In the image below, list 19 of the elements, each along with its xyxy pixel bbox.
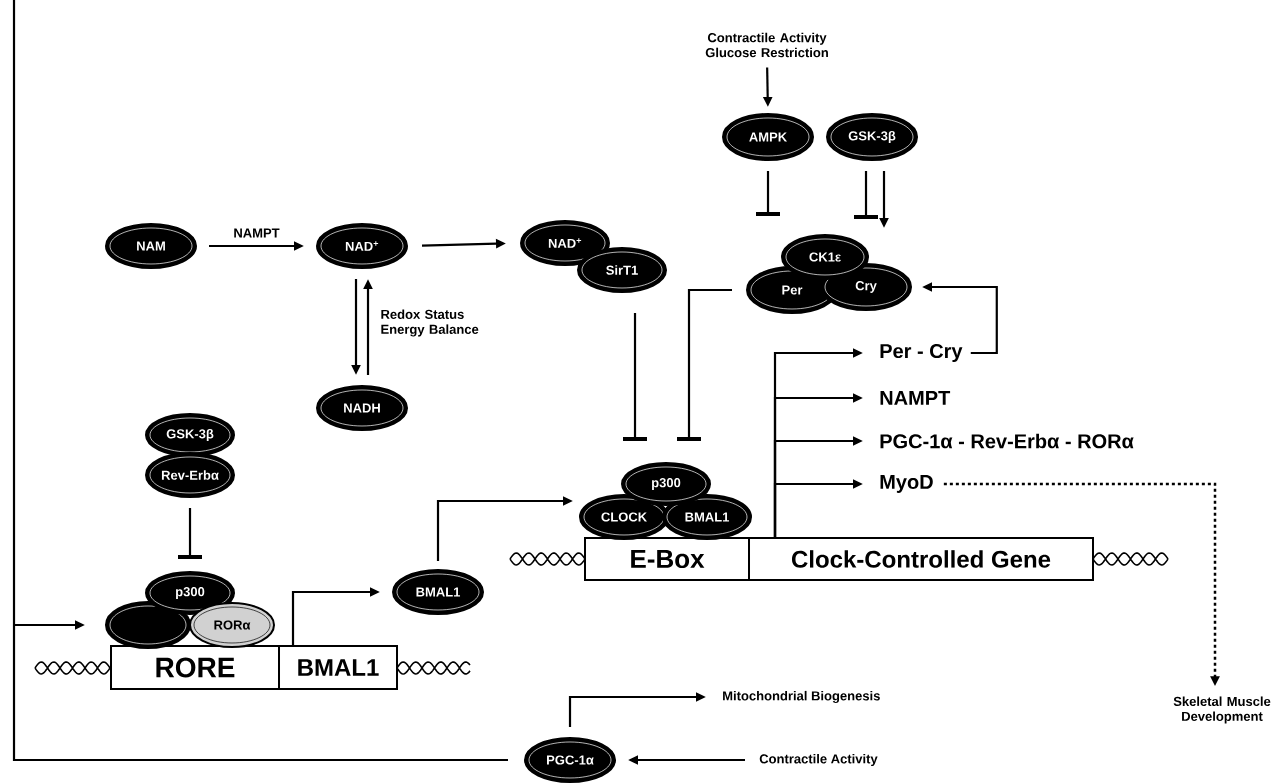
gene-box: E-Box (584, 537, 750, 581)
label-text: Contractile Activity (759, 753, 878, 767)
gene-box: BMAL1 (278, 645, 398, 690)
label-text: Mitochondrial Biogenesis (723, 690, 880, 704)
label-text: Contractile Activity Glucose Restriction (705, 32, 828, 58)
annotation-text: Redox Status Energy Balance (381, 309, 479, 337)
gene-box: RORE (110, 645, 280, 690)
inhibition-line (623, 313, 647, 441)
inhibition-line (756, 171, 780, 216)
inhibition-line (677, 288, 732, 441)
label-text: NAMPT (880, 391, 951, 405)
label-text: Per - Cry (880, 343, 963, 363)
edge-label: NAMPT (234, 228, 280, 238)
label-text: Skeletal Muscle Development (1173, 696, 1271, 724)
label-text: MyoD (880, 475, 933, 493)
label-text: PGC-1α - Rev-Erbα - RORα (880, 433, 1134, 449)
arrow (12, 0, 508, 762)
inhibition-line (178, 508, 202, 559)
inhibition-line (854, 171, 878, 219)
